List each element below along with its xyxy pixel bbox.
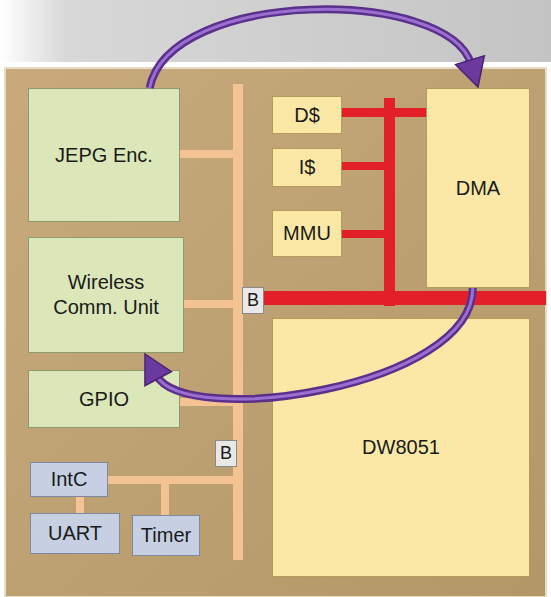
block-label: I$ [295, 155, 320, 180]
arrow-highlight [150, 9, 472, 88]
block-label: DW8051 [358, 435, 444, 460]
bus-stub [180, 300, 235, 308]
dataflow-arrow [150, 9, 485, 88]
block-label: Wireless Comm. Unit [29, 270, 183, 320]
core-block: I$ [272, 148, 342, 187]
bus-stub [161, 480, 169, 516]
io-block: UART [30, 513, 120, 554]
core-block: DW8051 [272, 318, 530, 577]
bus-stub [342, 162, 387, 170]
io-block: Timer [132, 515, 200, 556]
bus-stub [342, 108, 426, 117]
bridge-box: B [242, 287, 264, 314]
bus-stub [342, 230, 387, 238]
core-block: MMU [272, 210, 342, 257]
block-label: MMU [279, 221, 335, 246]
block-label: GPIO [75, 387, 133, 412]
bus-trunk [384, 98, 395, 306]
block-label: DMA [452, 176, 504, 201]
bus-trunk [263, 291, 546, 305]
block-label: IntC [47, 467, 92, 492]
arrow-head [456, 56, 485, 87]
arrow-shaft [150, 9, 472, 88]
io-block: IntC [30, 462, 108, 497]
block-label: UART [44, 521, 106, 546]
die-area [5, 68, 546, 597]
peripheral-block: GPIO [28, 370, 180, 428]
block-label: JEPG Enc. [51, 143, 157, 168]
core-block: DMA [426, 88, 530, 288]
block-label: D$ [290, 103, 324, 128]
block-label: B [247, 289, 259, 312]
block-label: Timer [137, 523, 195, 548]
header-band [0, 0, 551, 62]
bus-stub [180, 398, 235, 406]
core-block: D$ [272, 96, 342, 134]
peripheral-block: Wireless Comm. Unit [28, 237, 184, 353]
block-label: B [220, 442, 232, 465]
peripheral-block: JEPG Enc. [28, 88, 180, 222]
bridge-box: B [215, 440, 237, 467]
bus-stub [180, 150, 235, 158]
